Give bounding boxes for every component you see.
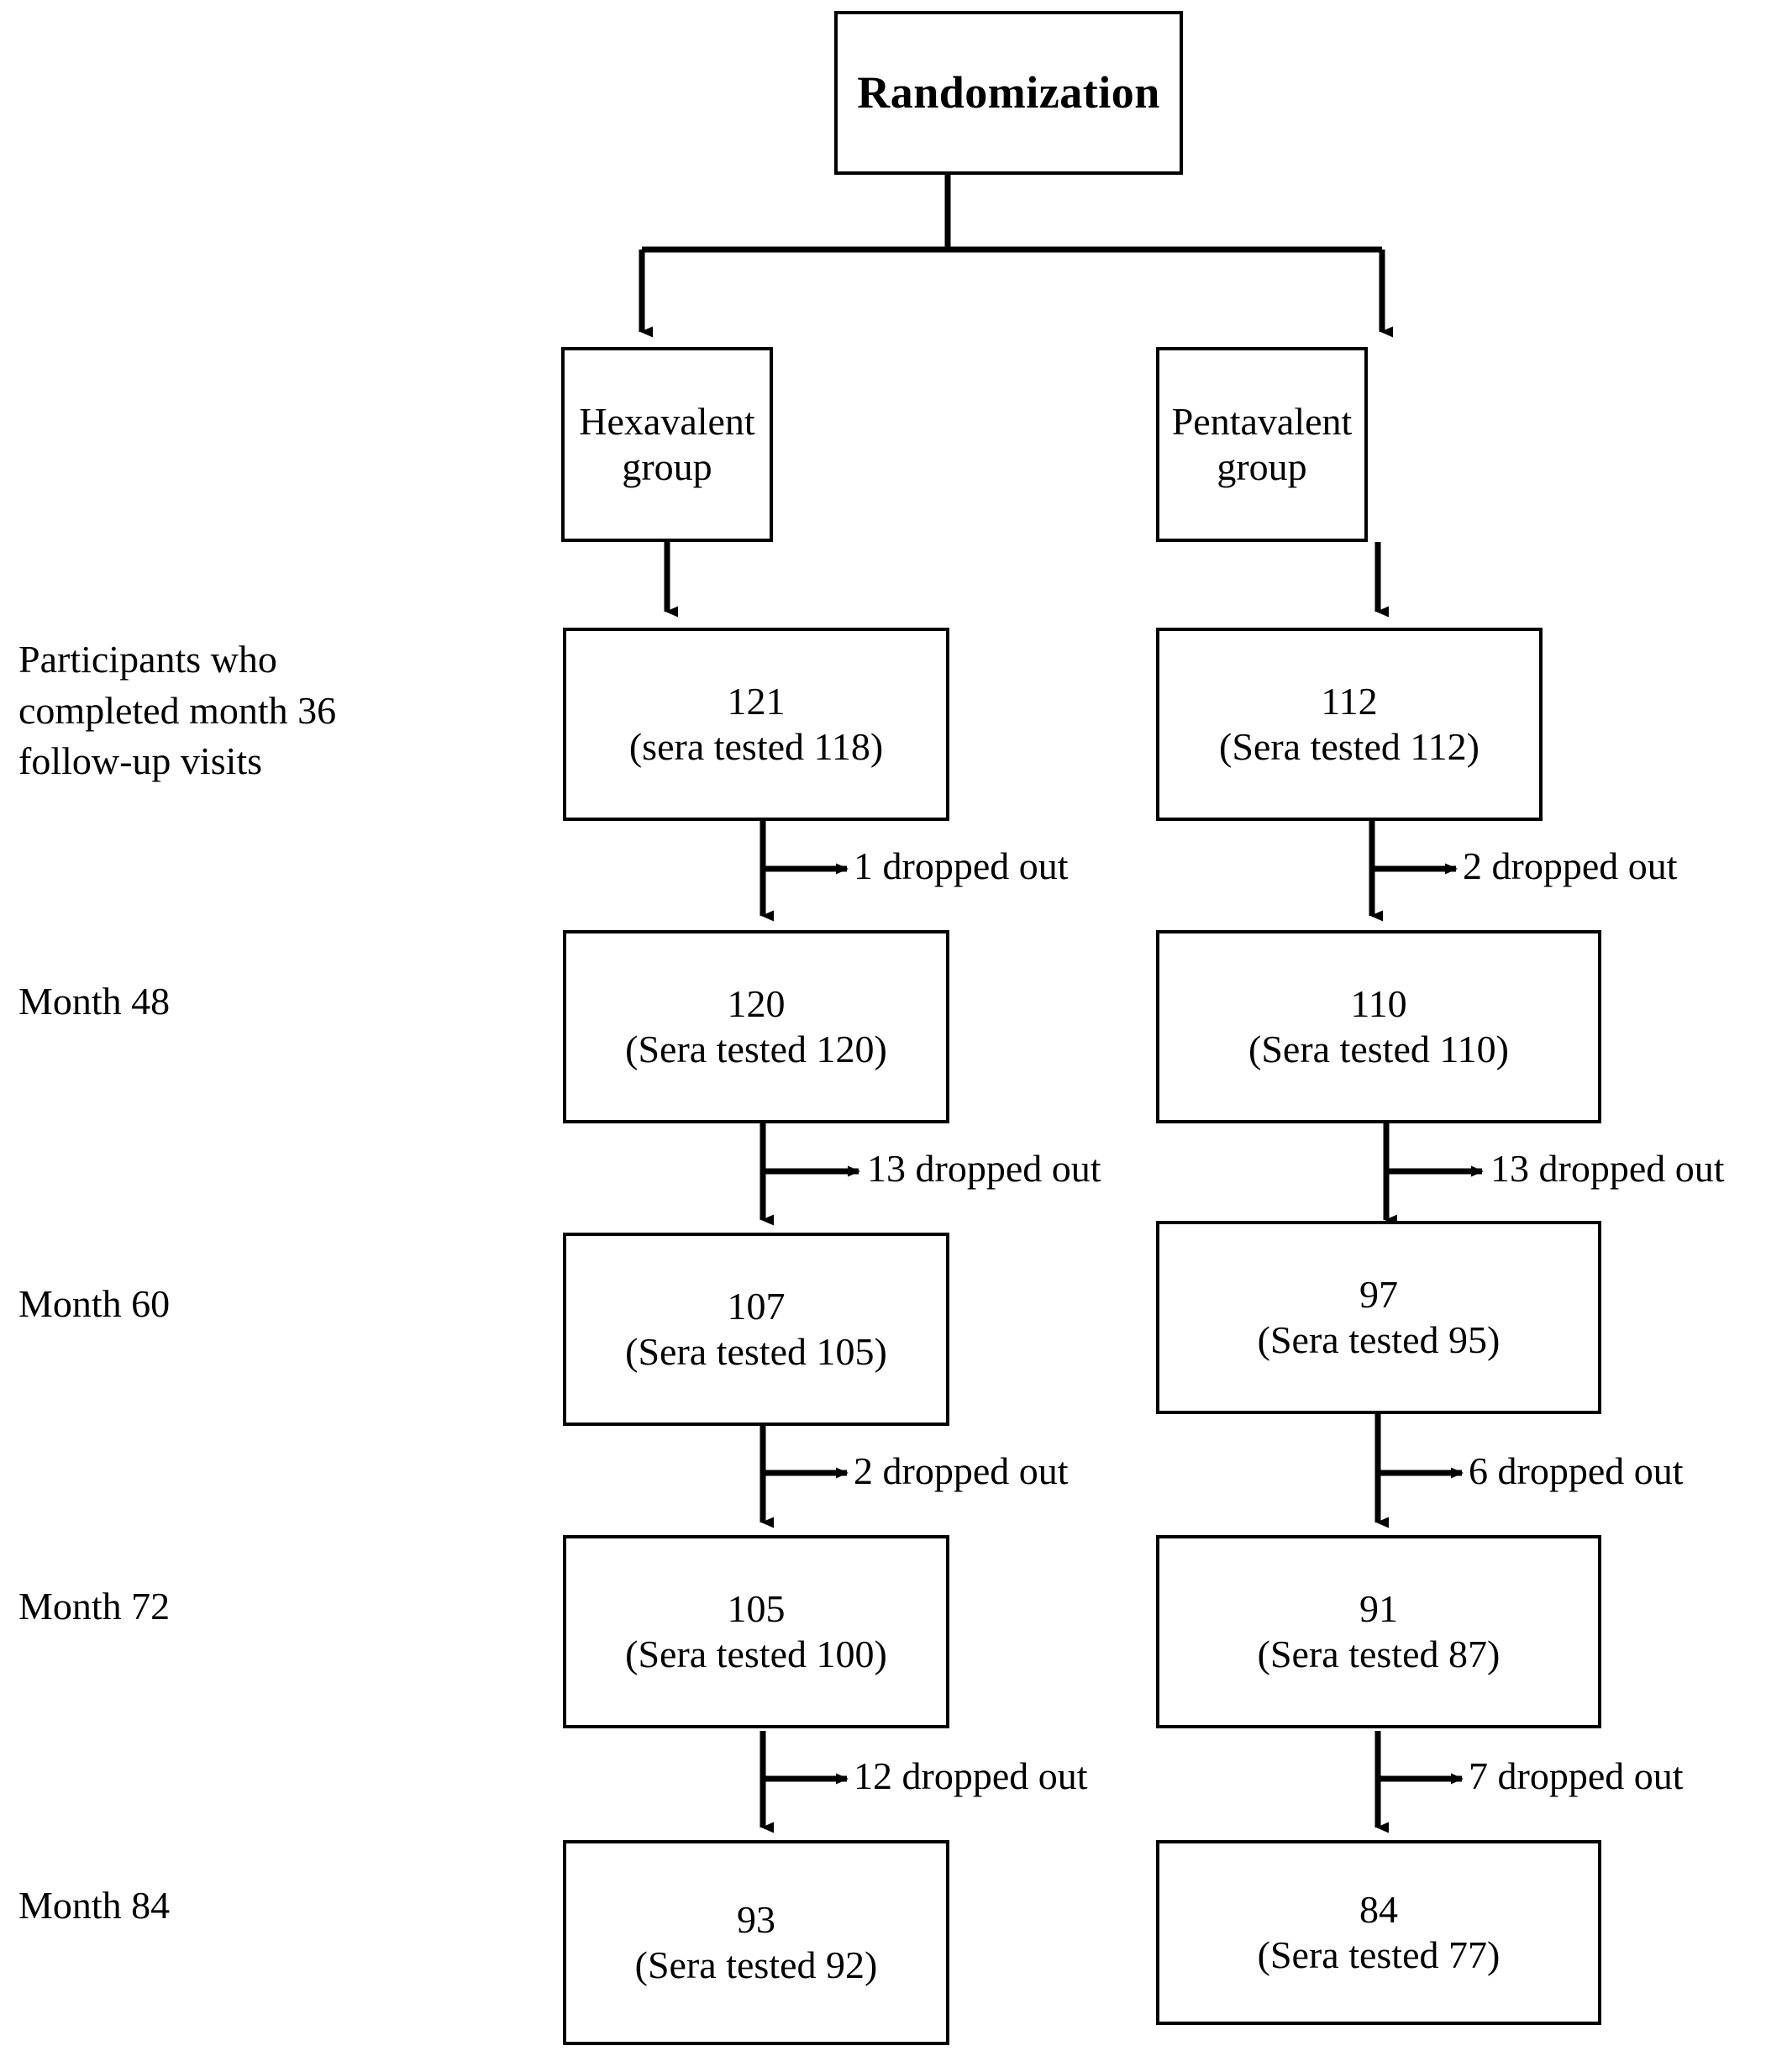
count-hexavalent-month72: 105 — [727, 1586, 786, 1630]
count-pentavalent-month84: 84 — [1359, 1887, 1398, 1931]
count-pentavalent-month36: 112 — [1321, 679, 1378, 723]
stage-node-pentavalent-month48: 110 (Sera tested 110) — [1156, 930, 1601, 1123]
sera-pentavalent-month72: (Sera tested 87) — [1257, 1633, 1501, 1675]
sera-hexavalent-month72: (Sera tested 100) — [625, 1633, 887, 1675]
count-pentavalent-month72: 91 — [1359, 1586, 1398, 1630]
dropout-label-pentavalent-1: 2 dropped out — [1463, 844, 1678, 887]
stage-node-hexavalent-month72: 105 (Sera tested 100) — [563, 1535, 949, 1728]
sera-hexavalent-month60: (Sera tested 105) — [625, 1330, 887, 1373]
count-hexavalent-month48: 120 — [727, 981, 786, 1025]
dropout-label-hexavalent-1: 1 dropped out — [854, 844, 1069, 887]
row-label-month84: Month 84 — [18, 1884, 171, 1927]
row-label-month36: Participants who completed month 36 foll… — [18, 638, 337, 783]
randomization-label: Randomization — [857, 66, 1160, 118]
sera-hexavalent-month84: (Sera tested 92) — [634, 1943, 878, 1986]
sera-hexavalent-month48: (Sera tested 120) — [625, 1028, 887, 1070]
row-label-month60: Month 60 — [18, 1282, 171, 1325]
count-hexavalent-month60: 107 — [727, 1284, 786, 1328]
arm-node-pentavalent: Pentavalent group — [1156, 347, 1368, 542]
count-pentavalent-month48: 110 — [1350, 981, 1407, 1025]
sera-hexavalent-month36: (sera tested 118) — [628, 725, 884, 768]
arm-node-hexavalent: Hexavalent group — [561, 347, 773, 542]
dropout-label-pentavalent-4: 7 dropped out — [1469, 1754, 1684, 1797]
dropout-label-pentavalent-3: 6 dropped out — [1469, 1449, 1684, 1492]
arm-label-pentavalent: Pentavalent group — [1171, 399, 1353, 488]
count-hexavalent-month84: 93 — [737, 1897, 775, 1941]
dropout-label-hexavalent-4: 12 dropped out — [854, 1754, 1088, 1797]
stage-node-hexavalent-month84: 93 (Sera tested 92) — [563, 1840, 949, 2045]
count-pentavalent-month60: 97 — [1359, 1272, 1398, 1316]
count-hexavalent-month36: 121 — [727, 679, 786, 723]
row-label-month48: Month 48 — [18, 980, 171, 1023]
stage-node-pentavalent-month84: 84 (Sera tested 77) — [1156, 1840, 1601, 2025]
stage-node-hexavalent-month48: 120 (Sera tested 120) — [563, 930, 949, 1123]
row-label-month72: Month 72 — [18, 1585, 171, 1628]
dropout-label-hexavalent-2: 13 dropped out — [867, 1147, 1101, 1190]
stage-node-pentavalent-month36: 112 (Sera tested 112) — [1156, 628, 1543, 821]
stage-node-pentavalent-month60: 97 (Sera tested 95) — [1156, 1221, 1601, 1414]
sera-pentavalent-month60: (Sera tested 95) — [1257, 1318, 1501, 1361]
dropout-label-pentavalent-2: 13 dropped out — [1490, 1147, 1725, 1190]
randomization-node: Randomization — [834, 11, 1183, 175]
dropout-label-hexavalent-3: 2 dropped out — [854, 1449, 1069, 1492]
sera-pentavalent-month84: (Sera tested 77) — [1257, 1933, 1501, 1976]
sera-pentavalent-month48: (Sera tested 110) — [1248, 1028, 1509, 1070]
sera-pentavalent-month36: (Sera tested 112) — [1219, 725, 1480, 768]
stage-node-pentavalent-month72: 91 (Sera tested 87) — [1156, 1535, 1601, 1728]
stage-node-hexavalent-month36: 121 (sera tested 118) — [563, 628, 949, 821]
stage-node-hexavalent-month60: 107 (Sera tested 105) — [563, 1233, 949, 1426]
arm-label-hexavalent: Hexavalent group — [579, 399, 755, 488]
